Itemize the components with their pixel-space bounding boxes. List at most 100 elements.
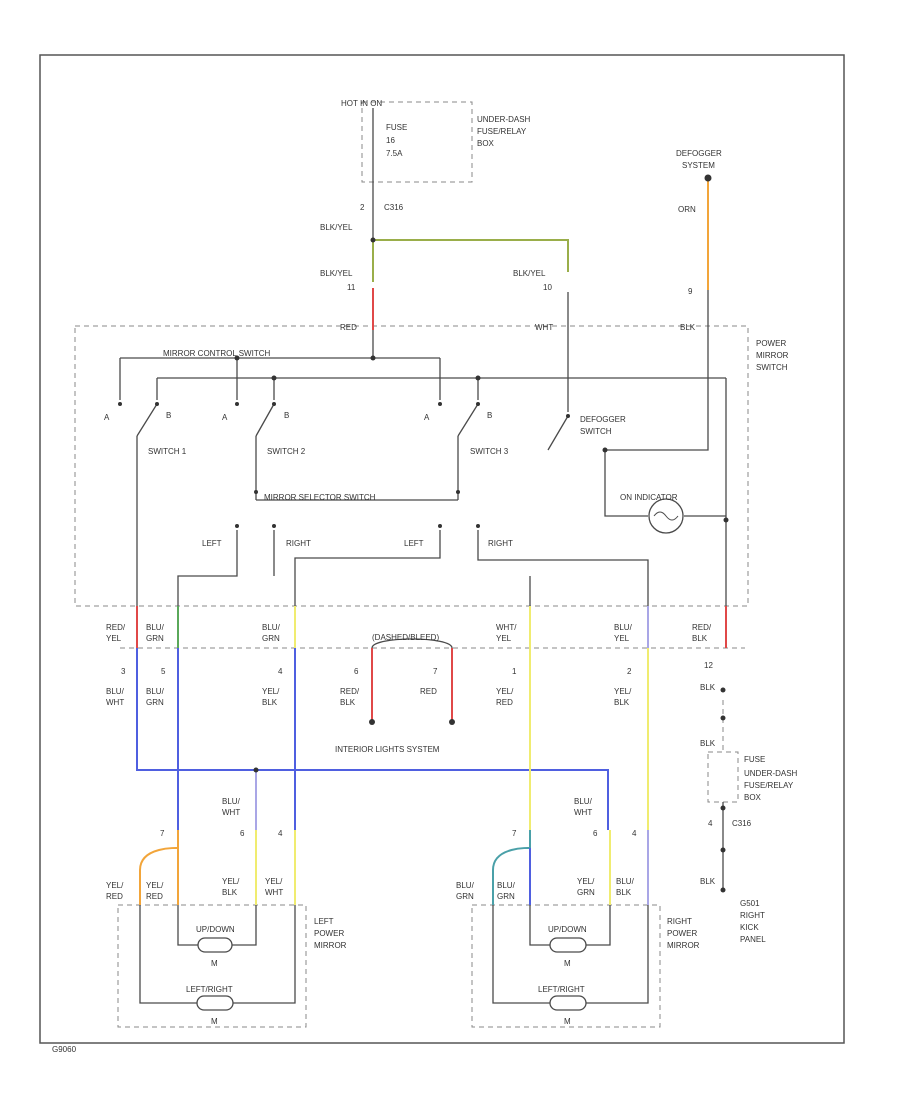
rm-wire-2a: BLU/ [497,881,516,890]
conn-bot-7a: YEL/ [614,687,632,696]
underdash-box-low [707,751,739,803]
rm-wire-4b: BLK [616,888,632,897]
pin-4: 4 [278,667,283,676]
contact-dot [438,402,442,406]
black-wiring [119,108,727,1004]
on-indicator-lamp [648,498,684,534]
lm-wire-3a: YEL/ [222,877,240,886]
junction-dot [602,447,608,453]
contact-dot [235,524,239,528]
rm-wire-4a: BLU/ [616,877,635,886]
right-power-mirror-2: POWER [667,929,697,938]
conn-top-2a: BLU/ [146,623,165,632]
contact-dot [155,402,159,406]
pin-12: 12 [704,661,713,670]
left-power-mirror-1: LEFT [314,917,334,926]
blk-defog-down [605,290,709,451]
footer-code: G9060 [52,1045,77,1054]
conn-bot-5a: RED [420,687,437,696]
c-low: C316 [732,819,752,828]
defogger-switch-1: DEFOGGER [580,415,626,424]
wire-blk-yel-left: BLK/YEL [320,269,353,278]
blu-wht-right-2: WHT [574,808,592,817]
lm-wire-4a: YEL/ [265,877,283,886]
conn-bot-6a: YEL/ [496,687,514,696]
wire-blk: BLK [680,323,696,332]
junction-dot [370,237,376,243]
contact-dot [118,402,122,406]
contact-dot [254,490,258,494]
conn-top-5b: YEL [614,634,630,643]
switch-3-label: SWITCH 3 [470,447,509,456]
underdash-box-top [361,101,473,183]
interior-lights-system-label: INTERIOR LIGHTS SYSTEM [335,745,440,754]
contact-a-3: A [424,413,430,422]
junction-dot [475,375,481,381]
wire-orn: ORN [678,205,696,214]
sw1-blade [136,403,158,437]
pin-4-low: 4 [708,819,713,828]
junction-dot [720,687,726,693]
left-mirror-box [117,904,307,1028]
conn-bot-8a: BLK [700,683,716,692]
udf-box-top-1: UNDER-DASH [477,115,531,124]
c-top-pin: 2 [360,203,365,212]
sw3-blade [457,403,479,437]
pin-7: 7 [433,667,438,676]
olive-wire [373,239,569,272]
junction-dot [253,767,259,773]
up-down-right: UP/DOWN [548,925,587,934]
pin-3: 3 [121,667,126,676]
sw2-blade [255,403,275,437]
lm-wire-4b: WHT [265,888,283,897]
sel2-right [477,530,649,606]
contact-dot [476,402,480,406]
junction-dot [720,847,726,853]
dashed-lead-label: (DASHED/BLEED) [372,633,439,642]
contact-dot [235,402,239,406]
blu-wht-left-2: WHT [222,808,240,817]
pin-6: 6 [354,667,359,676]
power-mirror-switch-3: SWITCH [756,363,788,372]
conn-bot-7b: BLK [614,698,630,707]
dashed-enclosures [74,101,749,1028]
motor-icon [197,937,233,953]
lm-wire-2b: RED [146,892,163,901]
rm-wire-3a: YEL/ [577,877,595,886]
rm-wire-3b: GRN [577,888,595,897]
diagram-frame [39,54,845,1044]
right-power-mirror-1: RIGHT [667,917,692,926]
contact-dot [272,524,276,528]
motor-icon [196,995,234,1011]
mirror-pin-r7: 7 [512,829,517,838]
dashed-curve [371,638,453,649]
ground-2: RIGHT [740,911,765,920]
motor-m-left-2: M [211,1017,218,1026]
hot-in-on-label: HOT IN ON [341,99,382,108]
wire-red: RED [340,323,357,332]
pin-11: 11 [347,283,356,292]
right-leftright-loop [492,905,649,1004]
conn-bot-3a: YEL/ [262,687,280,696]
conn-top-6a: RED/ [692,623,712,632]
defogger-system-1: DEFOGGER [676,149,722,158]
wire-wht: WHT [535,323,553,332]
defogger-switch-2: SWITCH [580,427,612,436]
conn-bot-4a: RED/ [340,687,360,696]
contact-a-1: A [104,413,110,422]
left-label-1: LEFT [202,539,222,548]
power-mirror-switch-box [74,325,749,607]
contact-dot [272,402,276,406]
left-power-mirror-2: POWER [314,929,344,938]
fuse-low-label: FUSE [744,755,765,764]
lm-wire-1b: RED [106,892,123,901]
pin-10: 10 [543,283,552,292]
mirror-pin-l7: 7 [160,829,165,838]
conn-top-3b: GRN [262,634,280,643]
udf-box-low-2: FUSE/RELAY [744,781,794,790]
pin-1: 1 [512,667,517,676]
mirror-pin-l4: 4 [278,829,283,838]
switch-2-label: SWITCH 2 [267,447,306,456]
contact-b-2: B [284,411,289,420]
